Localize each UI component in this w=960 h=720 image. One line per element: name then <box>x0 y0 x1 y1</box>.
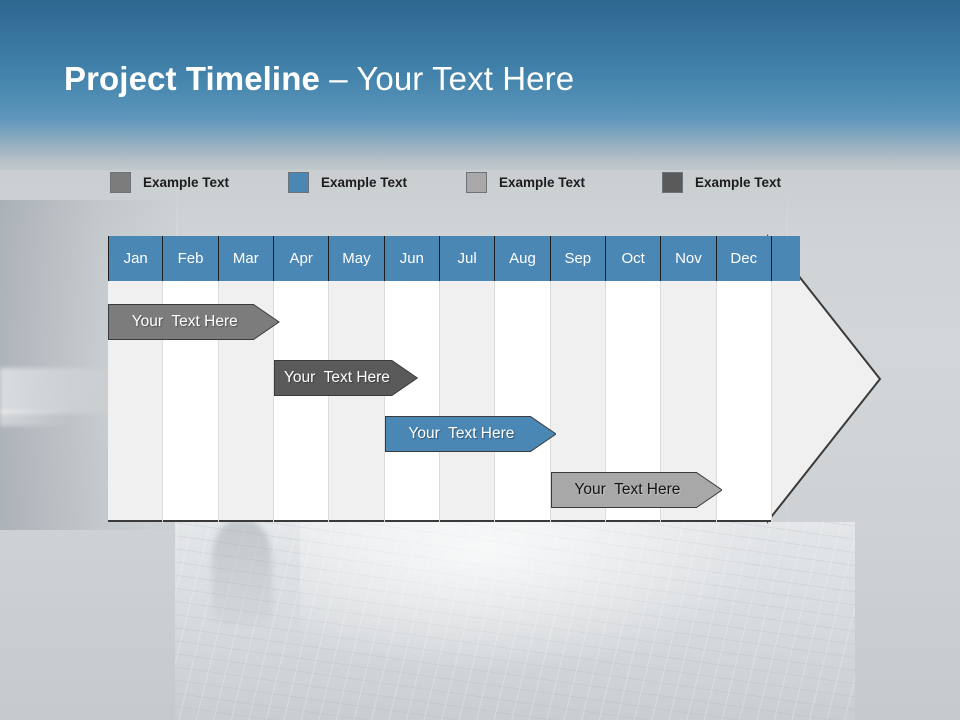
legend-item-label: Example Text <box>321 174 408 190</box>
legend-item-2[interactable]: Example Text <box>288 170 407 194</box>
month-header-jan[interactable]: Jan <box>108 236 164 281</box>
timeline-header-cap <box>772 236 800 281</box>
background-sky-gradient <box>0 0 960 175</box>
month-header-jun[interactable]: Jun <box>384 236 440 281</box>
task-bar-label: Your Text Here <box>131 313 238 330</box>
task-bar-2[interactable]: Your Text Here <box>274 360 418 396</box>
legend-item-label: Example Text <box>143 174 230 190</box>
page-title-rest: – Your Text Here <box>319 60 575 97</box>
task-bar-3[interactable]: Your Text Here <box>384 416 557 452</box>
legend-swatch-2 <box>288 171 309 193</box>
month-header-aug[interactable]: Aug <box>495 236 551 281</box>
month-cell-mar <box>219 281 274 522</box>
timeline-column-jan: Jan <box>108 236 164 522</box>
task-bar-4[interactable]: Your Text Here <box>550 472 723 508</box>
page-title-bold: Project Timeline <box>64 60 320 97</box>
timeline-column-dec: Dec <box>716 236 772 522</box>
legend-swatch-1 <box>110 171 131 193</box>
timeline-column-aug: Aug <box>495 236 551 522</box>
month-cell-oct <box>606 281 662 522</box>
month-header-feb[interactable]: Feb <box>163 236 219 281</box>
timeline-column-mar: Mar <box>218 236 274 522</box>
legend-swatch-3 <box>466 171 487 193</box>
month-cell-may <box>329 281 385 522</box>
task-bar-shape <box>550 472 723 508</box>
month-header-jul[interactable]: Jul <box>439 236 496 281</box>
month-cell-jan <box>108 281 164 522</box>
task-bar-label: Your Text Here <box>574 481 681 498</box>
legend-item-label: Example Text <box>695 174 782 190</box>
month-cell-nov <box>661 281 717 522</box>
timeline-column-feb: Feb <box>163 236 219 522</box>
legend-swatch-4 <box>662 171 683 193</box>
legend-item-label: Example Text <box>499 174 586 190</box>
month-header-dec[interactable]: Dec <box>716 236 772 281</box>
month-cell-jun <box>385 281 440 522</box>
month-header-sep[interactable]: Sep <box>550 236 606 281</box>
background-light-streak-2 <box>0 410 70 426</box>
month-cell-aug <box>495 281 551 522</box>
legend: Example Text Example Text Example Text Exam… <box>110 170 830 194</box>
legend-item-1[interactable]: Example Text <box>110 170 229 194</box>
month-cell-dec <box>717 281 772 522</box>
background-light-streak <box>0 368 120 414</box>
month-header-may[interactable]: May <box>329 236 385 281</box>
task-bar-1[interactable]: Your Text Here <box>108 304 280 340</box>
timeline-column-jul: Jul <box>439 236 496 522</box>
legend-item-3[interactable]: Example Text <box>466 170 585 194</box>
month-cell-sep <box>551 281 606 522</box>
month-header-oct[interactable]: Oct <box>605 236 662 281</box>
month-header-apr[interactable]: Apr <box>273 236 330 281</box>
legend-item-4[interactable]: Example Text <box>662 170 781 194</box>
month-cell-feb <box>163 281 219 522</box>
month-cell-apr <box>274 281 330 522</box>
background-figure-silhouette <box>212 520 272 625</box>
month-header-mar[interactable]: Mar <box>218 236 274 281</box>
month-cell-jul <box>440 281 496 522</box>
page-title: Project Timeline – Your Text Here <box>64 60 574 98</box>
month-header-nov[interactable]: Nov <box>661 236 717 281</box>
task-bar-shape <box>274 360 418 396</box>
task-bar-shape <box>384 416 557 452</box>
task-bar-shape <box>108 304 280 340</box>
background-glow <box>300 500 760 670</box>
task-bar-label: Your Text Here <box>408 425 515 442</box>
task-bar-label: Your Text Here <box>283 369 390 386</box>
